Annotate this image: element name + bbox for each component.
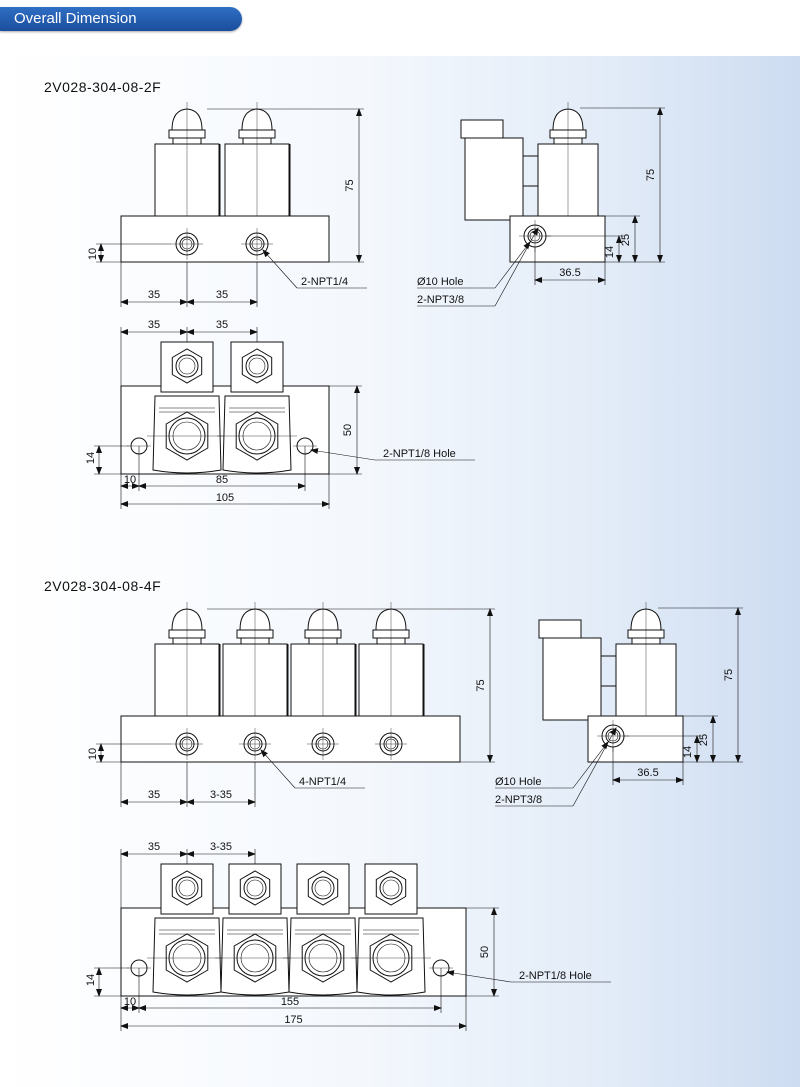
leader-line — [494, 227, 539, 307]
hole-callout-label: Ø10 Hole — [495, 776, 541, 788]
model-title-4f: 2V028-304-08-4F — [44, 578, 162, 594]
dimension-label: 10 — [124, 474, 136, 486]
nut-bore-inner — [314, 879, 332, 897]
dimension-label: 36.5 — [637, 767, 658, 779]
hole-callout-label: 2-NPT1/8 Hole — [383, 448, 456, 460]
dimension-label: 3-35 — [210, 789, 232, 801]
nut-bore — [175, 354, 199, 378]
dimension-label: 35 — [148, 289, 160, 301]
section-header-tab: Overall Dimension — [0, 7, 242, 31]
nut-bore — [245, 354, 269, 378]
dimension-label: 75 — [645, 169, 657, 181]
dimension-label: 50 — [342, 424, 354, 436]
dimension-label: 14 — [85, 974, 97, 986]
dimension-label: 35 — [216, 319, 228, 331]
dimension-label: 35 — [148, 789, 160, 801]
dimension-label: 35 — [216, 289, 228, 301]
dimension-label: 36.5 — [559, 267, 580, 279]
port-callout-label: 4-NPT1/4 — [299, 776, 346, 788]
nut-bore-inner — [248, 357, 266, 375]
leader-line — [446, 970, 512, 983]
hole-callout-label: Ø10 Hole — [417, 276, 463, 288]
dimension-label: 14 — [604, 246, 616, 258]
model-title-2f: 2V028-304-08-2F — [44, 79, 162, 95]
hole-callout-label: 2-NPT1/8 Hole — [519, 970, 592, 982]
connector-plug — [460, 119, 504, 139]
dimension-label: 10 — [124, 996, 136, 1008]
dimension-label: 50 — [479, 946, 491, 958]
port-callout-label: 2-NPT1/4 — [301, 276, 348, 288]
dimension-label: 3-35 — [210, 841, 232, 853]
side-base — [587, 715, 684, 763]
leader-line — [572, 741, 609, 789]
leader-line — [262, 249, 298, 289]
dimension-label: 105 — [216, 492, 234, 504]
leader-line — [310, 448, 376, 461]
dimension-label: 85 — [216, 474, 228, 486]
nut-bore-inner — [246, 879, 264, 897]
leader-line — [572, 727, 617, 807]
nut-bore — [243, 876, 267, 900]
nut-bore-inner — [382, 879, 400, 897]
dimension-label: 155 — [281, 996, 299, 1008]
connector-plug — [538, 619, 582, 639]
dimension-label: 10 — [87, 748, 99, 760]
dimension-label: 25 — [620, 234, 632, 246]
dimension-label: 10 — [87, 248, 99, 260]
dimension-label: 14 — [85, 452, 97, 464]
connector-box — [542, 637, 602, 721]
dimension-label: 35 — [148, 841, 160, 853]
leader-line — [260, 749, 296, 789]
dimension-label: 75 — [344, 179, 356, 191]
leader-line — [494, 241, 531, 289]
port-callout-label: 2-NPT3/8 — [495, 794, 542, 806]
side-base — [509, 215, 606, 263]
section-title: Overall Dimension — [14, 10, 137, 27]
nut-bore — [311, 876, 335, 900]
dimension-label: 175 — [284, 1014, 302, 1026]
nut-bore — [379, 876, 403, 900]
dimension-label: 14 — [682, 746, 694, 758]
nut-bore — [175, 876, 199, 900]
nut-bore-inner — [178, 879, 196, 897]
dimension-label: 75 — [475, 679, 487, 691]
connector-box — [464, 137, 524, 221]
manifold-base — [120, 215, 330, 263]
dimension-label: 75 — [723, 669, 735, 681]
manifold-base — [120, 715, 461, 763]
nut-bore-inner — [178, 357, 196, 375]
port-callout-label: 2-NPT3/8 — [417, 294, 464, 306]
dimension-label: 35 — [148, 319, 160, 331]
dimension-label: 25 — [698, 734, 710, 746]
